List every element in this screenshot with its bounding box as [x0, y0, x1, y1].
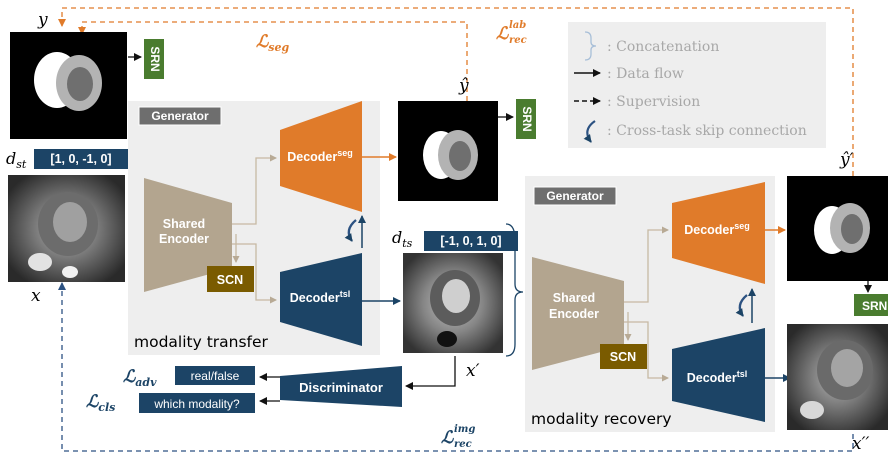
svg-text:SRN: SRN: [148, 46, 162, 71]
svg-text:[-1, 0, 1, 0]: [-1, 0, 1, 0]: [440, 234, 501, 248]
decoder-tsl-2: Decodertsl: [672, 328, 765, 422]
loss-seg-label: ℒseg: [256, 32, 289, 54]
svg-text:which modality?: which modality?: [153, 397, 240, 411]
output-real-false: real/false: [175, 366, 255, 385]
svg-text:ℒcls: ℒcls: [86, 392, 115, 414]
shared-encoder-1: Shared Encoder: [144, 178, 232, 292]
mask-y-hat: [398, 101, 498, 201]
label-y: y: [37, 10, 48, 30]
mask-y: [10, 32, 127, 139]
caption-modality-recovery: modality recovery: [531, 410, 672, 428]
skip-connection-icon-2: [735, 294, 748, 317]
scn-box-2: SCN: [600, 344, 647, 369]
label-d-ts: dts: [392, 228, 413, 250]
label-x-prime: x′: [466, 361, 480, 381]
svg-text:ℒ: ℒ: [441, 428, 454, 448]
svg-text:rec: rec: [509, 35, 527, 46]
output-which-modality: which modality?: [139, 393, 255, 413]
decoder-seg-1: Decoderseg: [280, 101, 362, 212]
image-x-prime: [403, 253, 503, 353]
image-x-double-prime: [787, 324, 888, 430]
label-x: x: [31, 286, 41, 306]
arrow-xprime-to-discriminator: [405, 356, 456, 390]
svg-text:: Cross-task skip connection: : Cross-task skip connection: [607, 123, 807, 139]
svg-text:lab: lab: [509, 20, 526, 31]
caption-modality-transfer: modality transfer: [134, 333, 269, 351]
label-d-st: dst: [6, 149, 27, 171]
svg-text:ℒseg: ℒseg: [256, 32, 289, 54]
label-y-hat: ŷ: [458, 76, 469, 96]
svg-text:Decoderseg: Decoderseg: [684, 221, 750, 237]
skip-connection-icon-1: [344, 219, 357, 242]
svg-text:Discriminator: Discriminator: [299, 380, 383, 395]
svg-text:rec: rec: [454, 439, 472, 450]
svg-text:: Data flow: : Data flow: [607, 66, 684, 82]
legend-panel: [568, 22, 826, 148]
brace-icon: [584, 31, 597, 61]
svg-text:SRN: SRN: [862, 299, 887, 313]
svg-text:img: img: [454, 424, 475, 435]
loss-rec-img-label: ℒ img rec: [441, 424, 475, 450]
svg-text:Generator: Generator: [151, 109, 209, 123]
srn-box-y: SRN: [144, 39, 164, 79]
encoder1-to-decoder-tsl: [232, 243, 277, 304]
svg-text:Decoderseg: Decoderseg: [287, 148, 353, 164]
svg-text:dts: dts: [392, 228, 413, 250]
svg-text:Encoder: Encoder: [159, 232, 209, 246]
legend-item-skip-connection: : Cross-task skip connection: [583, 120, 807, 143]
rec-lab-supervision-path: [58, 7, 854, 176]
encoder1-to-decoder-seg: [232, 154, 277, 225]
svg-text:Decodertsl: Decodertsl: [687, 369, 748, 385]
discriminator: Discriminator: [280, 366, 402, 407]
label-x-double-prime: x′′: [852, 434, 869, 454]
vector-d-ts: [-1, 0, 1, 0]: [424, 231, 518, 251]
svg-text:SCN: SCN: [610, 350, 636, 364]
srn-box-y-hat-prime: SRN: [854, 294, 888, 316]
skip-connection-icon: [583, 120, 596, 143]
generator-tag-2: Generator: [533, 186, 617, 206]
svg-text:[1, 0, -1, 0]: [1, 0, -1, 0]: [50, 152, 111, 166]
svg-text:Generator: Generator: [546, 189, 604, 203]
svg-text:Encoder: Encoder: [549, 307, 599, 321]
svg-text:Shared: Shared: [553, 291, 595, 305]
svg-text:real/false: real/false: [191, 369, 240, 383]
svg-text:dst: dst: [6, 149, 27, 171]
svg-text:ℒadv: ℒadv: [123, 367, 157, 389]
concatenation-brace-2: [505, 223, 524, 357]
generator-tag-1: Generator: [138, 106, 222, 126]
srn-box-y-hat: SRN: [516, 99, 536, 139]
legend-item-concatenation: : Concatenation: [584, 31, 719, 61]
decoder-seg-2: Decoderseg: [672, 182, 765, 284]
shared-encoder-2: Shared Encoder: [532, 257, 624, 370]
vector-d-st: [1, 0, -1, 0]: [34, 149, 128, 169]
encoder2-to-decoder-tsl: [624, 321, 669, 382]
legend-item-supervision: : Supervision: [574, 94, 700, 110]
legend-item-data-flow: : Data flow: [574, 66, 684, 82]
mask-y-hat-prime: [787, 176, 888, 281]
svg-text:: Concatenation: : Concatenation: [607, 39, 719, 55]
svg-text:SRN: SRN: [520, 106, 534, 131]
loss-rec-lab-label: ℒ lab rec: [496, 20, 527, 46]
seg-supervision-path: [78, 21, 468, 101]
svg-text:: Supervision: : Supervision: [607, 94, 700, 110]
svg-text:Shared: Shared: [163, 217, 205, 231]
label-y-hat-prime: ŷ′: [839, 150, 854, 170]
loss-cls-label: ℒcls: [86, 392, 115, 414]
decoder-tsl-1: Decodertsl: [280, 253, 362, 346]
svg-text:Decodertsl: Decodertsl: [290, 289, 351, 305]
loss-adv-label: ℒadv: [123, 367, 157, 389]
encoder2-to-decoder-seg: [624, 226, 669, 303]
rec-img-supervision-path: [58, 282, 854, 452]
image-x: [8, 175, 125, 282]
svg-text:ℒ: ℒ: [496, 24, 509, 44]
scn-box-1: SCN: [207, 266, 254, 292]
svg-text:SCN: SCN: [217, 273, 243, 287]
